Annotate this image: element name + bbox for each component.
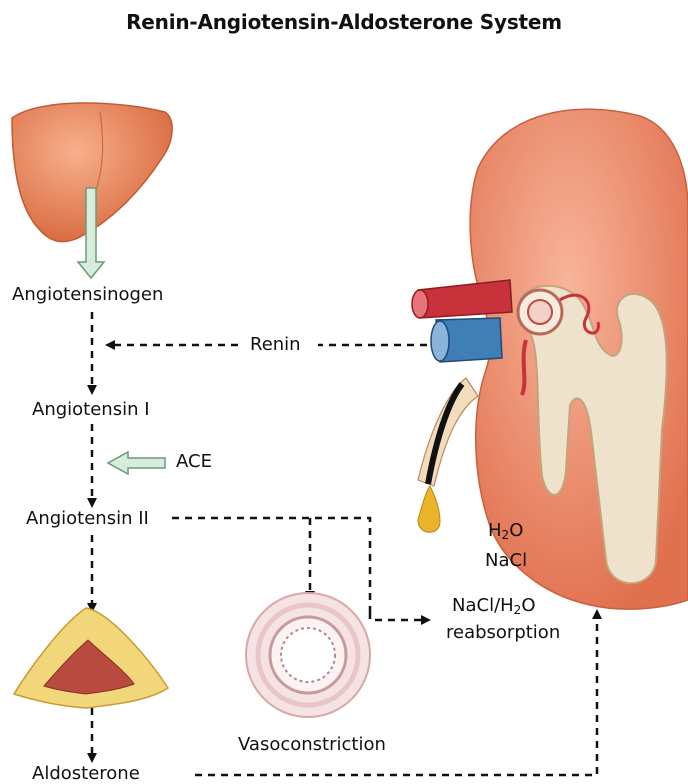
label-angiotensin-ii: Angiotensin II [26, 510, 149, 528]
vessel-cross-section-illustration [246, 593, 370, 717]
label-renin: Renin [250, 336, 301, 354]
label-reabsorption: reabsorption [446, 624, 560, 642]
label-angiotensin-i: Angiotensin I [32, 401, 150, 419]
label-reabsorption-substances: NaCl/H2O [452, 597, 535, 615]
label-aldosterone: Aldosterone [32, 765, 140, 783]
adrenal-gland-illustration [14, 608, 168, 708]
label-ace: ACE [176, 453, 212, 471]
label-vasoconstriction: Vasoconstriction [238, 736, 386, 754]
label-h2o: H2O [488, 522, 523, 540]
kidney-illustration [412, 109, 688, 609]
arrow-angiotensin-ii-branches [172, 518, 370, 612]
label-nacl: NaCl [485, 552, 527, 570]
arrow-to-reabsorption [370, 612, 428, 620]
label-angiotensinogen: Angiotensinogen [12, 286, 163, 304]
ace-arrow [108, 452, 165, 474]
